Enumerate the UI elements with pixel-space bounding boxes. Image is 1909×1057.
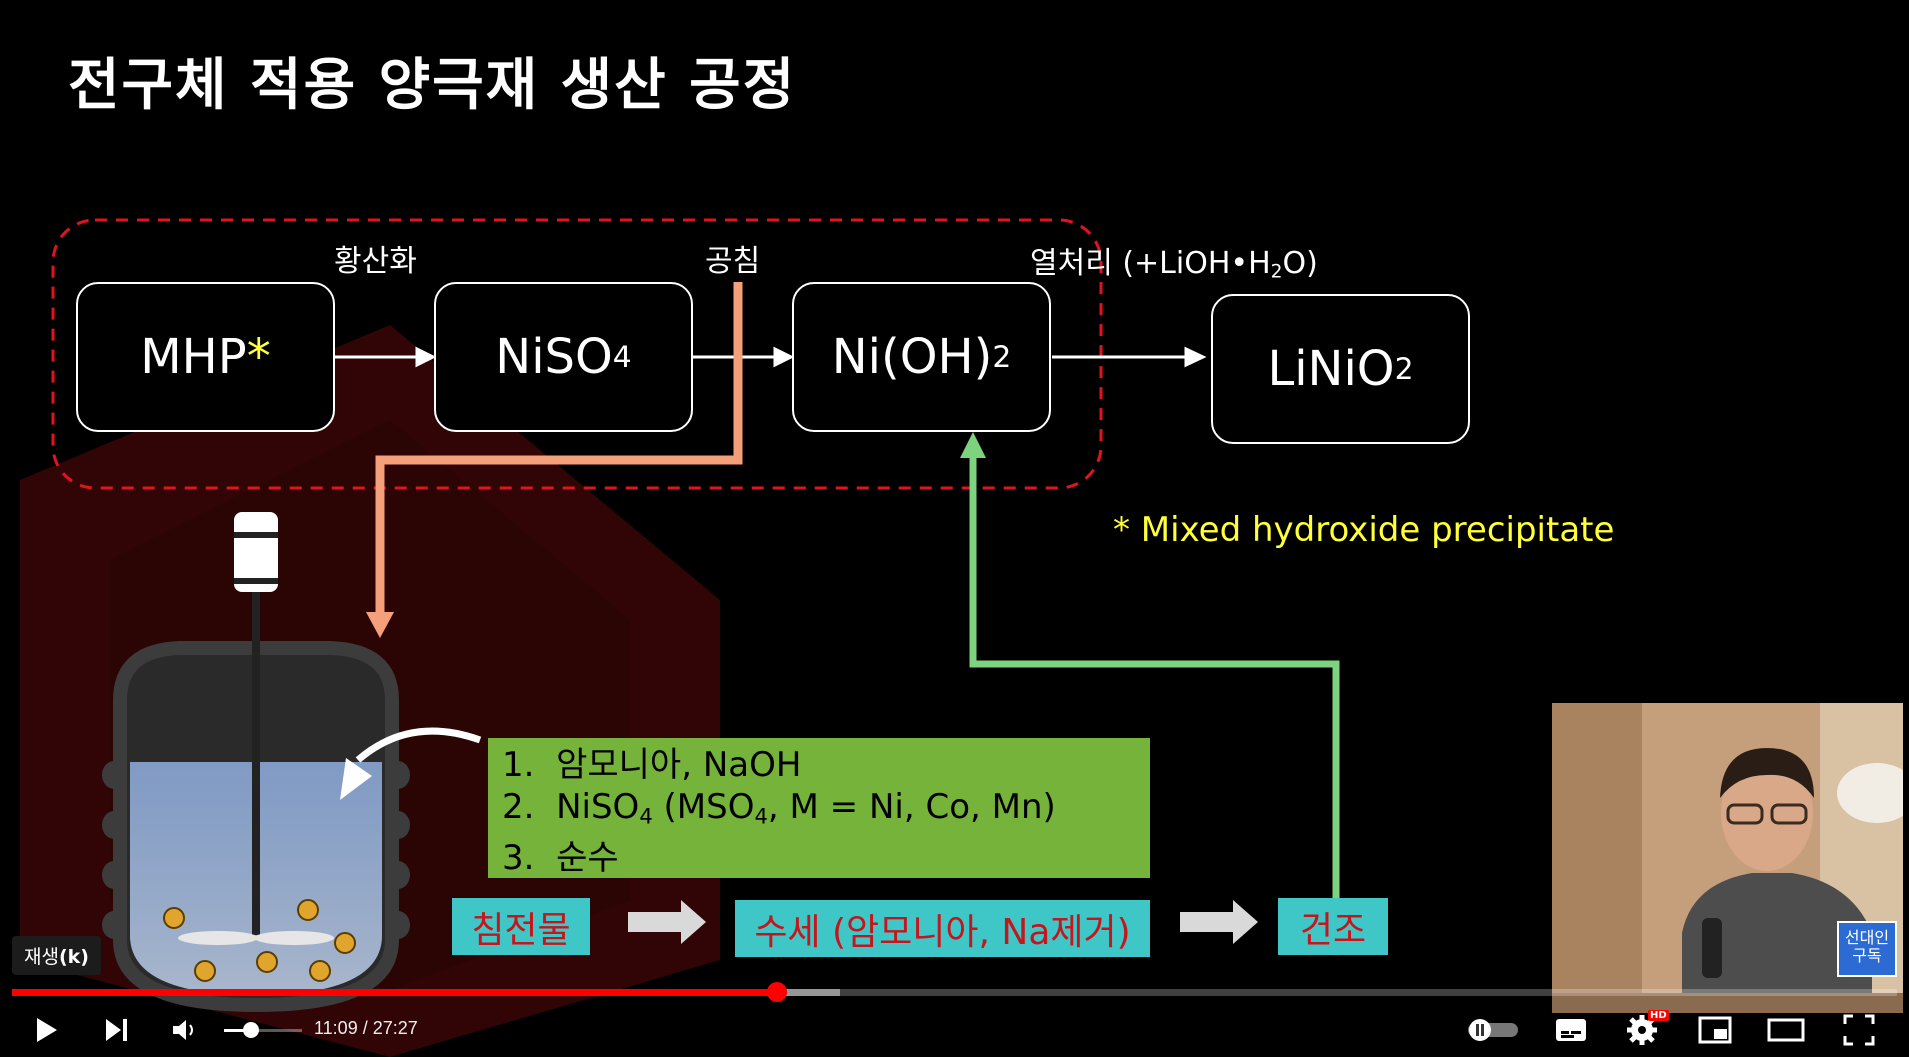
recipe-sub-2a: 4 bbox=[639, 803, 653, 829]
duration: 27:27 bbox=[372, 1018, 418, 1038]
mute-button[interactable] bbox=[164, 1010, 204, 1050]
channel-subscribe-badge[interactable]: 선대인 구독 bbox=[1837, 921, 1897, 977]
recipe-num-3: 3. bbox=[502, 838, 535, 879]
miniplayer-icon bbox=[1698, 1016, 1732, 1044]
progress-scrubber[interactable] bbox=[767, 982, 787, 1002]
footnote: * Mixed hydroxide precipitate bbox=[1113, 510, 1615, 550]
subtitles-icon bbox=[1556, 1019, 1586, 1041]
play-tooltip: 재생(k) bbox=[12, 936, 101, 975]
volume-icon bbox=[173, 1020, 193, 1040]
time-display: 11:09 / 27:27 bbox=[314, 1018, 418, 1039]
heat-label-prefix: 열처리 (+LiOH•H bbox=[1030, 246, 1271, 281]
process-precipitate: 침전물 bbox=[452, 898, 590, 955]
play-button[interactable] bbox=[26, 1010, 66, 1050]
settings-button[interactable]: HD bbox=[1622, 1010, 1669, 1050]
autoplay-toggle[interactable] bbox=[1466, 1010, 1520, 1050]
recipe-box: 1. 암모니아, NaOH 2. NiSO4 (MSO4, M = Ni, Co… bbox=[488, 738, 1150, 878]
label-sulfation: 황산화 bbox=[334, 244, 417, 279]
step-nioh2-label: Ni(OH) bbox=[831, 329, 993, 385]
step-nioh2: Ni(OH)2 bbox=[792, 282, 1051, 432]
heat-label-suffix: O) bbox=[1282, 246, 1318, 281]
settings-icon bbox=[1627, 1015, 1657, 1045]
current-time: 11:09 bbox=[314, 1018, 358, 1038]
label-coprecipitation: 공침 bbox=[705, 244, 761, 279]
subtitles-button[interactable] bbox=[1551, 1010, 1591, 1050]
miniplayer-button[interactable] bbox=[1695, 1010, 1735, 1050]
tooltip-text: 재생 bbox=[24, 946, 59, 968]
autoplay-toggle-icon bbox=[1468, 1019, 1518, 1041]
green-arrow bbox=[960, 432, 1340, 898]
recipe-num-1: 1. bbox=[502, 745, 535, 785]
presenter-video: 선대인 구독 bbox=[1552, 703, 1903, 1013]
progress-track[interactable] bbox=[12, 989, 1897, 996]
recipe-text-3: 순수 bbox=[556, 838, 619, 879]
recipe-item-3: 3. 순수 bbox=[502, 837, 1150, 879]
dashed-frame bbox=[51, 218, 1103, 490]
step-niso4-sub: 4 bbox=[612, 339, 632, 375]
step-mhp-label: MHP bbox=[140, 329, 247, 385]
volume-track[interactable] bbox=[224, 1029, 302, 1032]
step-mhp-asterisk: * bbox=[246, 329, 271, 385]
orange-arrow bbox=[366, 282, 743, 638]
tooltip-key: (k) bbox=[58, 946, 89, 968]
step-nioh2-sub: 2 bbox=[992, 339, 1012, 375]
time-separator: / bbox=[357, 1018, 373, 1038]
recipe-text-2b: (MSO bbox=[652, 787, 755, 827]
recipe-sub-2b: 4 bbox=[754, 803, 768, 829]
process-washing: 수세 (암모니아, Na제거) bbox=[735, 900, 1150, 957]
recipe-item-1: 1. 암모니아, NaOH bbox=[502, 744, 1150, 786]
progress-played bbox=[12, 989, 777, 996]
recipe-text-1: 암모니아, NaOH bbox=[556, 745, 802, 785]
slide-title: 전구체 적용 양극재 생산 공정 bbox=[68, 53, 797, 118]
recipe-text-2a: NiSO bbox=[556, 787, 640, 827]
flow-arrows bbox=[335, 346, 1207, 368]
next-button[interactable] bbox=[96, 1010, 136, 1050]
step-linio2-label: LiNiO bbox=[1267, 341, 1395, 397]
volume-level bbox=[224, 1029, 251, 1032]
heat-label-sub: 2 bbox=[1270, 261, 1283, 283]
process-arrows bbox=[628, 900, 1258, 944]
process-drying: 건조 bbox=[1278, 898, 1388, 955]
fullscreen-icon bbox=[1843, 1014, 1875, 1046]
step-mhp: MHP* bbox=[76, 282, 335, 432]
volume-slider-knob[interactable] bbox=[243, 1022, 259, 1038]
play-icon bbox=[37, 1018, 57, 1042]
recipe-item-2: 2. NiSO4 (MSO4, M = Ni, Co, Mn) bbox=[502, 786, 1150, 837]
hd-badge: HD bbox=[1648, 1010, 1669, 1021]
theater-mode-icon bbox=[1767, 1018, 1805, 1042]
recipe-text-2c: , M = Ni, Co, Mn) bbox=[767, 787, 1056, 827]
step-linio2-sub: 2 bbox=[1394, 351, 1414, 387]
step-niso4-label: NiSO bbox=[495, 329, 613, 385]
fullscreen-button[interactable] bbox=[1839, 1010, 1879, 1050]
next-icon bbox=[106, 1019, 127, 1041]
label-heat-treatment: 열처리 (+LiOH•H2O) bbox=[1030, 238, 1318, 283]
recipe-num-2: 2. bbox=[502, 787, 535, 827]
theater-mode-button[interactable] bbox=[1766, 1010, 1806, 1050]
